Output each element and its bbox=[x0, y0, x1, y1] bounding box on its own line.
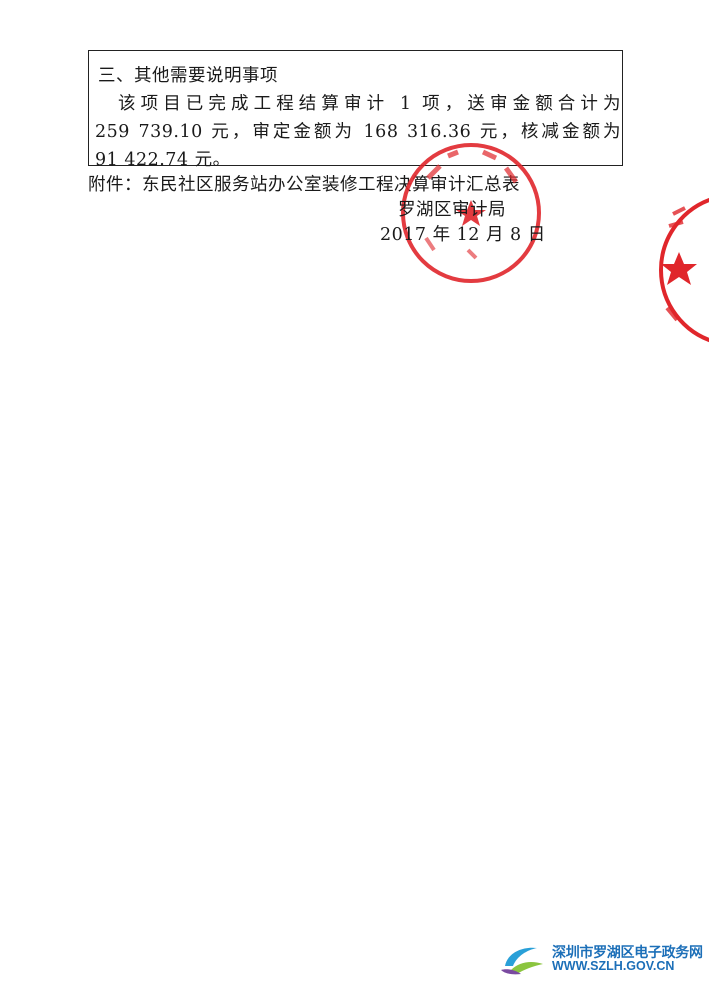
partial-seal-icon bbox=[659, 197, 709, 343]
issuing-organization: 罗湖区审计局 bbox=[398, 200, 506, 220]
section-heading: 三、其他需要说明事项 bbox=[98, 66, 278, 86]
issue-date: 2017 年 12 月 8 日 bbox=[380, 225, 546, 245]
notes-box bbox=[88, 50, 623, 166]
site-name: 深圳市罗湖区电子政务网 bbox=[552, 945, 703, 961]
paragraph-line-1: 该项目已完成工程结算审计 1 项，送审金额合计为 bbox=[118, 94, 621, 114]
official-seal-icon bbox=[401, 143, 541, 283]
site-watermark: 深圳市罗湖区电子政务网 WWW.SZLH.GOV.CN bbox=[497, 938, 709, 978]
paragraph-line-2: 259 739.10 元，审定金额为 168 316.36 元，核减金额为 bbox=[95, 122, 621, 142]
paragraph-line-3: 91 422.74 元。 bbox=[95, 150, 231, 170]
swirl-logo-icon bbox=[501, 947, 543, 975]
site-url: WWW.SZLH.GOV.CN bbox=[552, 959, 675, 973]
